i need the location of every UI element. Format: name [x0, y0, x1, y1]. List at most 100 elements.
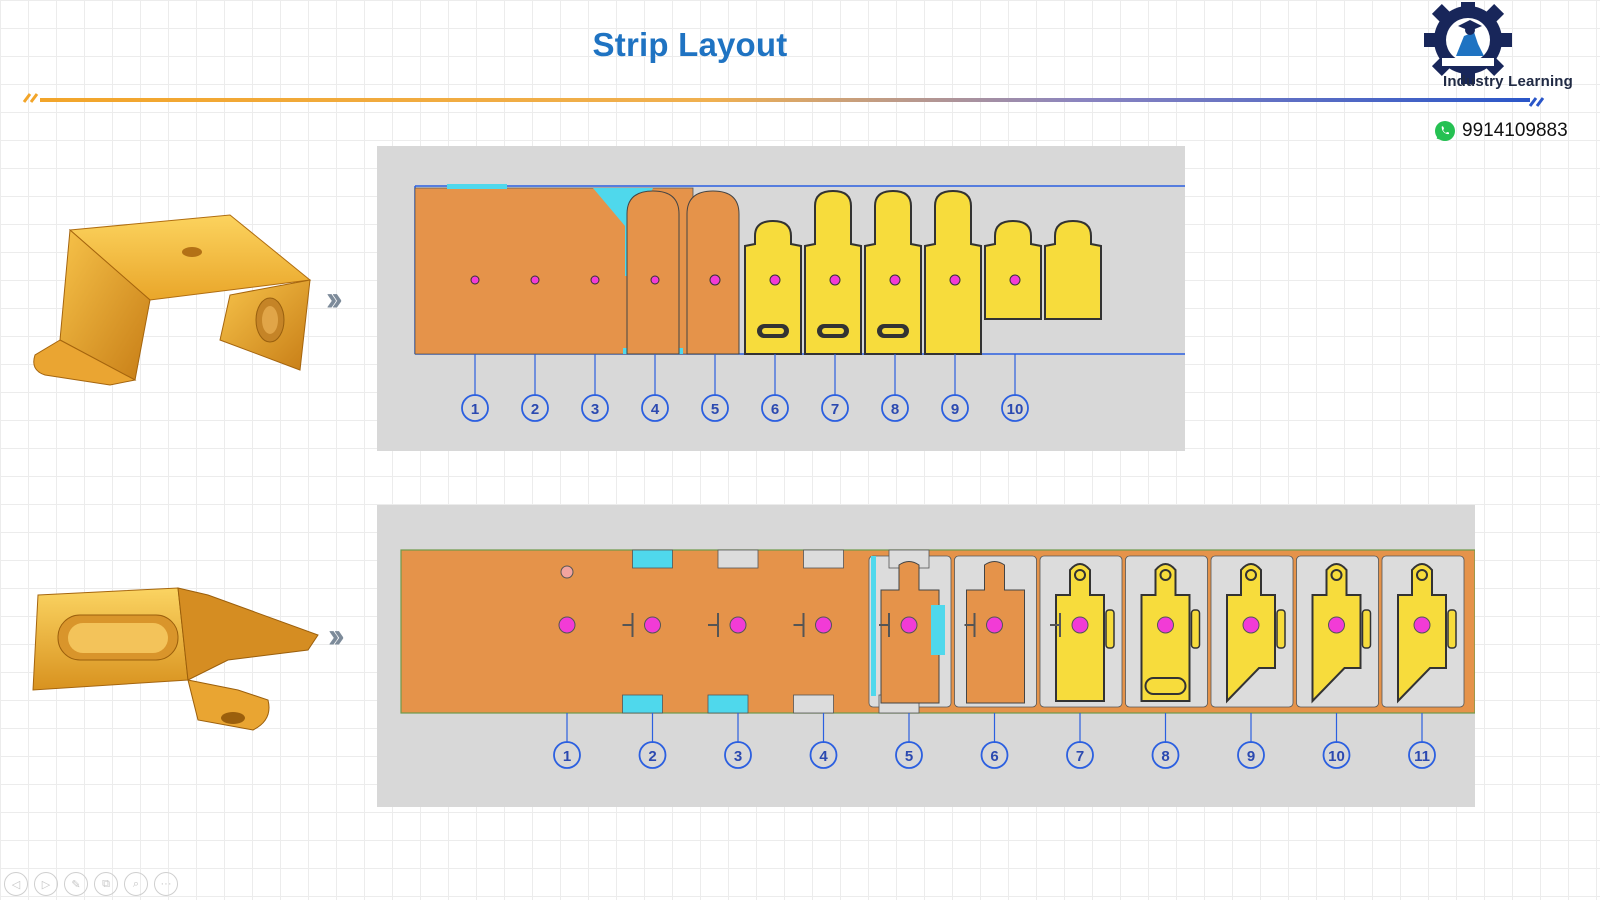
- station-marker-9: [1237, 741, 1265, 769]
- pilot-hole-1: [558, 616, 576, 634]
- pilot-hole-5: [900, 616, 918, 634]
- side-flange-7: [1105, 609, 1115, 649]
- part-hole-9: [1245, 569, 1257, 581]
- station-label-10: 10: [1328, 748, 1345, 765]
- slot-inner-5: [762, 328, 784, 334]
- formed-part-5: [744, 219, 802, 355]
- pilot-hole-4: [650, 275, 660, 285]
- station-label-4: 4: [651, 401, 660, 418]
- station-marker-7: [821, 394, 849, 422]
- side-flange-9: [1276, 609, 1286, 649]
- formed-part-9: [984, 219, 1042, 320]
- station-marker-10: [1001, 394, 1029, 422]
- whatsapp-icon: [1435, 121, 1455, 141]
- station-marker-1: [461, 394, 489, 422]
- pilot-hole-1: [470, 275, 480, 285]
- embossed-slot-8: [1144, 677, 1187, 695]
- prev-slide-icon[interactable]: ◁: [4, 872, 28, 896]
- station-label-3: 3: [734, 748, 742, 765]
- pilot-hole-9: [1242, 616, 1260, 634]
- station-label-7: 7: [831, 401, 839, 418]
- double-chevron-right-icon: ››: [326, 280, 342, 318]
- top-notch-3: [717, 549, 759, 569]
- double-chevron-right-icon: ››: [328, 617, 344, 655]
- station-label-6: 6: [771, 401, 779, 418]
- station-marker-8: [881, 394, 909, 422]
- station-label-10: 10: [1007, 401, 1024, 418]
- pilot-hole-10: [1328, 616, 1345, 634]
- station-label-9: 9: [951, 401, 959, 418]
- station-label-5: 5: [905, 748, 913, 765]
- station-label-9: 9: [1247, 748, 1255, 765]
- station-label-1: 1: [471, 401, 479, 418]
- station-marker-10: [1322, 741, 1351, 769]
- part-1-3d-image: [33, 214, 312, 386]
- station-label-4: 4: [819, 748, 828, 765]
- station-label-1: 1: [563, 748, 571, 765]
- tab-mark-6: [964, 613, 976, 637]
- pilot-hole-2: [644, 616, 661, 634]
- station-marker-7: [1066, 741, 1094, 769]
- pilot-hole-9: [949, 274, 961, 286]
- station-marker-4: [809, 741, 838, 769]
- station-marker-5: [895, 741, 923, 769]
- bottom-notch-3: [707, 694, 749, 714]
- pilot-hole-4: [815, 616, 832, 634]
- pilot-hole-8: [889, 274, 901, 286]
- station-label-8: 8: [891, 401, 899, 418]
- gear-graduate-icon: [1424, 2, 1512, 84]
- playback-controls: ◁ ▷ ✎ ⧉ ⌕ ···: [4, 872, 178, 896]
- side-flange-10: [1361, 609, 1372, 649]
- pilot-hole-6: [986, 616, 1003, 634]
- phone-contact[interactable]: 9914109883: [1434, 120, 1568, 142]
- station-label-8: 8: [1161, 748, 1169, 765]
- part-hole-7: [1074, 569, 1086, 581]
- station-label-7: 7: [1076, 748, 1084, 765]
- page-title: Strip Layout: [592, 26, 788, 63]
- side-scrap-5: [871, 556, 876, 696]
- pen-icon[interactable]: ✎: [64, 872, 88, 896]
- station-label-2: 2: [648, 748, 656, 765]
- tab-mark-5: [879, 613, 890, 637]
- zoom-icon[interactable]: ⌕: [124, 872, 148, 896]
- station-marker-6: [980, 741, 1009, 769]
- formed-part-6: [804, 189, 862, 355]
- station-marker-8: [1151, 741, 1180, 769]
- pilot-hole-3: [590, 275, 600, 285]
- station-marker-2: [521, 394, 549, 422]
- tab-scrap-5: [931, 605, 945, 655]
- next-slide-icon[interactable]: ▷: [34, 872, 58, 896]
- tab-mark-4: [793, 613, 805, 637]
- slides-icon[interactable]: ⧉: [94, 872, 118, 896]
- station-marker-1: [553, 741, 581, 769]
- pilot-hole-3: [729, 616, 747, 634]
- top-notch-2: [632, 549, 673, 569]
- station-marker-5: [701, 394, 729, 422]
- formed-part-8: [924, 189, 982, 355]
- part-2-3d-image: [32, 587, 319, 731]
- station-marker-3: [724, 741, 752, 769]
- slot-inner-7: [882, 328, 904, 334]
- station-marker-4: [641, 394, 669, 422]
- pilot-hole-8: [1157, 616, 1174, 634]
- tab-mark-3: [708, 613, 719, 637]
- side-flange-8: [1190, 609, 1201, 649]
- station-label-2: 2: [531, 401, 539, 418]
- phone-number: 9914109883: [1462, 120, 1568, 141]
- station-label-11: 11: [1414, 748, 1430, 765]
- bottom-notch-2: [622, 694, 663, 714]
- station-marker-3: [581, 394, 609, 422]
- more-icon[interactable]: ···: [154, 872, 178, 896]
- pilot-hole-10: [1009, 274, 1021, 286]
- lobe-part-4: [686, 190, 740, 355]
- part-hole-10: [1330, 569, 1343, 581]
- bottom-notch-4: [793, 694, 834, 714]
- formed-part-10: [1044, 219, 1102, 320]
- formed-part-7: [864, 189, 922, 355]
- lobe-part-3: [626, 190, 680, 355]
- pilot-hole-5: [709, 274, 721, 286]
